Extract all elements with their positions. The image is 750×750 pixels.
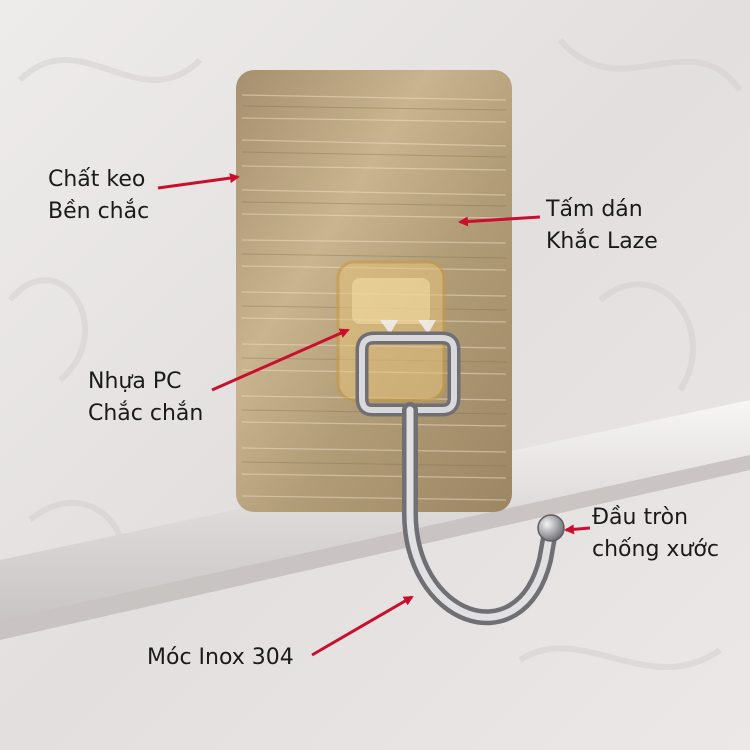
wall-pattern <box>7 38 743 670</box>
arrow-plate <box>458 215 541 227</box>
label-hook: Móc Inox 304 <box>147 642 294 674</box>
label-tip-line2: chống xước <box>592 537 719 562</box>
pc-plastic-holder <box>336 260 446 402</box>
label-adhesive: Chất keo Bền chắc <box>48 164 149 228</box>
hook-ball-tip <box>537 514 565 542</box>
label-plate-line2: Khắc Laze <box>546 229 658 254</box>
stainless-hook <box>355 331 565 626</box>
arrow-hook <box>311 595 414 657</box>
label-tip-line1: Đầu tròn <box>592 505 689 530</box>
label-plate: Tấm dán Khắc Laze <box>546 194 658 258</box>
label-round-tip: Đầu tròn chống xước <box>592 502 719 566</box>
label-plate-line1: Tấm dán <box>546 197 643 222</box>
label-adhesive-line2: Bền chắc <box>48 199 150 224</box>
label-pc-line1: Nhựa PC <box>88 369 182 394</box>
arrow-pc <box>211 328 350 392</box>
arrow-tip <box>564 524 591 535</box>
label-hook-line1: Móc Inox 304 <box>147 645 294 670</box>
label-adhesive-line1: Chất keo <box>48 167 146 192</box>
label-pc-plastic: Nhựa PC Chắc chắn <box>88 366 203 430</box>
label-pc-line2: Chắc chắn <box>88 401 204 426</box>
arrow-adhesive <box>157 173 240 190</box>
callout-arrows <box>157 173 591 657</box>
